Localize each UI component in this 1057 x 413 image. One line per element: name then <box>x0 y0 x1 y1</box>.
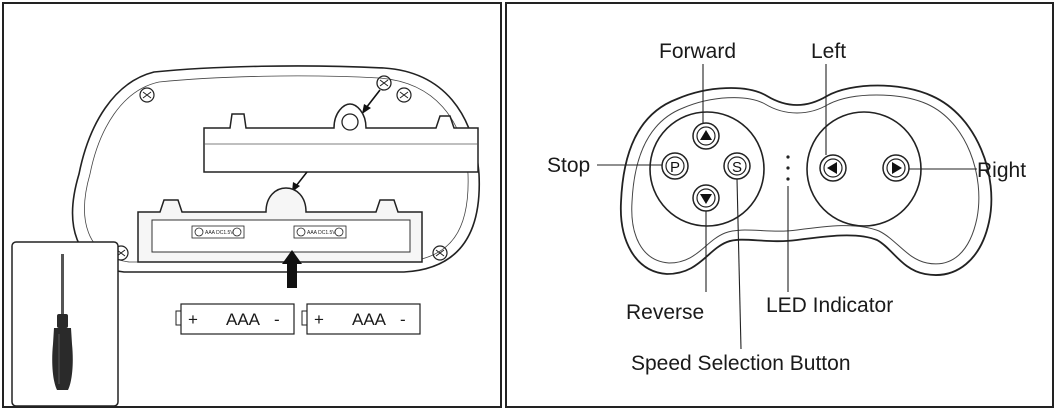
battery-type: AAA <box>352 310 387 329</box>
compartment-slot-2: AAA DC1.5V <box>293 225 347 239</box>
battery-minus: - <box>274 310 280 329</box>
screwdriver-inset <box>11 241 119 407</box>
led-indicator <box>786 155 790 181</box>
battery-type: AAA <box>226 310 261 329</box>
callout-lines <box>597 64 977 350</box>
remote-body <box>619 84 993 276</box>
stop-label: Stop <box>547 154 590 177</box>
aaa-battery: + AAA - <box>175 303 295 335</box>
left-arrow-icon <box>827 162 837 174</box>
reverse-label: Reverse <box>626 301 704 324</box>
speed-button-label: S <box>732 159 742 176</box>
left-label: Left <box>811 40 846 63</box>
aaa-battery: + AAA - <box>301 303 421 335</box>
battery-cover <box>203 103 479 173</box>
speed-selection-label: Speed Selection Button <box>631 352 851 375</box>
slot-label: AAA DC1.5V <box>307 230 336 236</box>
stop-button-label: P <box>670 159 680 176</box>
battery-plus: + <box>188 310 198 329</box>
screw-icon <box>432 245 448 261</box>
screw-icon <box>139 87 155 103</box>
remote-controls-panel: P S <box>505 2 1054 408</box>
left-button[interactable] <box>819 154 847 182</box>
right-button[interactable] <box>882 154 910 182</box>
loose-screw-icon <box>362 75 392 114</box>
direction-hub <box>649 111 765 227</box>
right-arrow-icon <box>892 162 902 174</box>
battery-installation-diagram: AAA DC1.5V AAA DC1.5V + AAA - + AAA - <box>11 65 481 407</box>
insert-arrow-icon <box>282 250 302 288</box>
remote-controls-diagram: P S <box>547 40 1026 375</box>
forward-button[interactable] <box>692 122 720 150</box>
screwdriver-icon <box>52 254 73 390</box>
up-arrow-icon <box>700 130 712 140</box>
stop-button[interactable]: P <box>661 152 689 180</box>
right-label: Right <box>977 159 1026 182</box>
compartment-slot-1: AAA DC1.5V <box>191 225 245 239</box>
screw-icon <box>396 87 412 103</box>
led-indicator-label: LED Indicator <box>766 294 893 317</box>
reverse-button[interactable] <box>692 184 720 212</box>
battery-installation-panel: AAA DC1.5V AAA DC1.5V + AAA - + AAA - <box>2 2 502 408</box>
down-arrow-icon <box>700 194 712 204</box>
slot-label: AAA DC1.5V <box>205 230 234 236</box>
remote-back-housing <box>71 65 481 273</box>
forward-label: Forward <box>659 40 736 63</box>
battery-plus: + <box>314 310 324 329</box>
battery-minus: - <box>400 310 406 329</box>
speed-selection-button[interactable]: S <box>723 152 751 180</box>
